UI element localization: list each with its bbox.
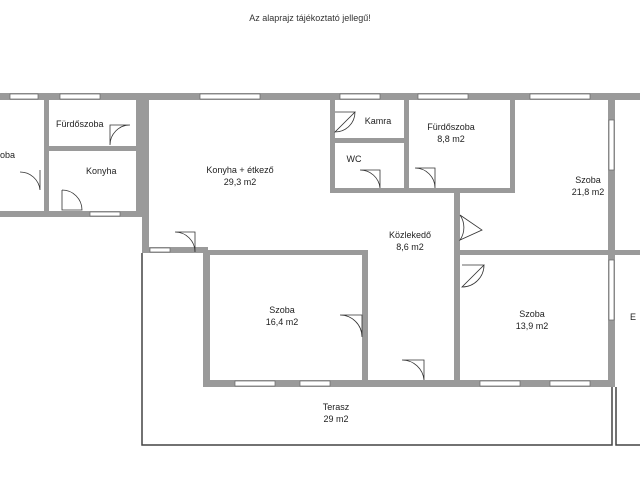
room-wc-name: WC [347,154,362,164]
door-szoba-center [339,314,363,338]
room-terasz-name: Terasz [323,402,350,412]
room-labels: oba Fürdőszoba Konyha Konyha + étkező 29… [0,116,636,424]
room-left-konyha-name: Konyha [86,166,117,176]
room-furdoszoba-name: Fürdőszoba [427,122,475,132]
room-kozlekedo-name: Közlekedő [389,230,431,240]
disclaimer-note: Az alaprajz tájékoztató jellegű! [249,13,371,23]
windows [9,93,615,387]
door-szoba-right [461,264,485,288]
room-konyha-etkezo-area: 29,3 m2 [224,177,257,187]
room-left-furdoszoba-name: Fürdőszoba [56,119,104,129]
room-kamra-name: Kamra [365,116,392,126]
door-kamra [334,111,356,133]
terrace-outline-right [615,387,640,446]
terrace-outline [141,253,613,446]
room-left-szoba-name: oba [0,150,15,160]
door-kitchen-dining [174,231,196,253]
door-wc [359,169,381,189]
door-corridor [401,359,425,381]
room-szoba-center-name: Szoba [269,305,295,315]
room-furdoszoba-area: 8,8 m2 [437,134,465,144]
outer-walls [0,93,640,387]
room-szoba-ne-area: 21,8 m2 [572,187,605,197]
room-konyha-etkezo-name: Konyha + étkező [206,165,273,175]
door-szoba-ne [458,214,483,241]
door-left-kitchen [61,189,83,211]
room-szoba-right-name: Szoba [519,309,545,319]
door-bathroom [414,167,436,189]
doors [19,111,485,381]
room-szoba-right-area: 13,9 m2 [516,321,549,331]
door-left-room [19,170,41,191]
room-szoba-ne-name: Szoba [575,175,601,185]
room-terasz-area: 29 m2 [323,414,348,424]
room-szoba-center-area: 16,4 m2 [266,317,299,327]
room-kozlekedo-area: 8,6 m2 [396,242,424,252]
door-left-bath [109,124,131,146]
room-right-edge-name: E [630,312,636,322]
